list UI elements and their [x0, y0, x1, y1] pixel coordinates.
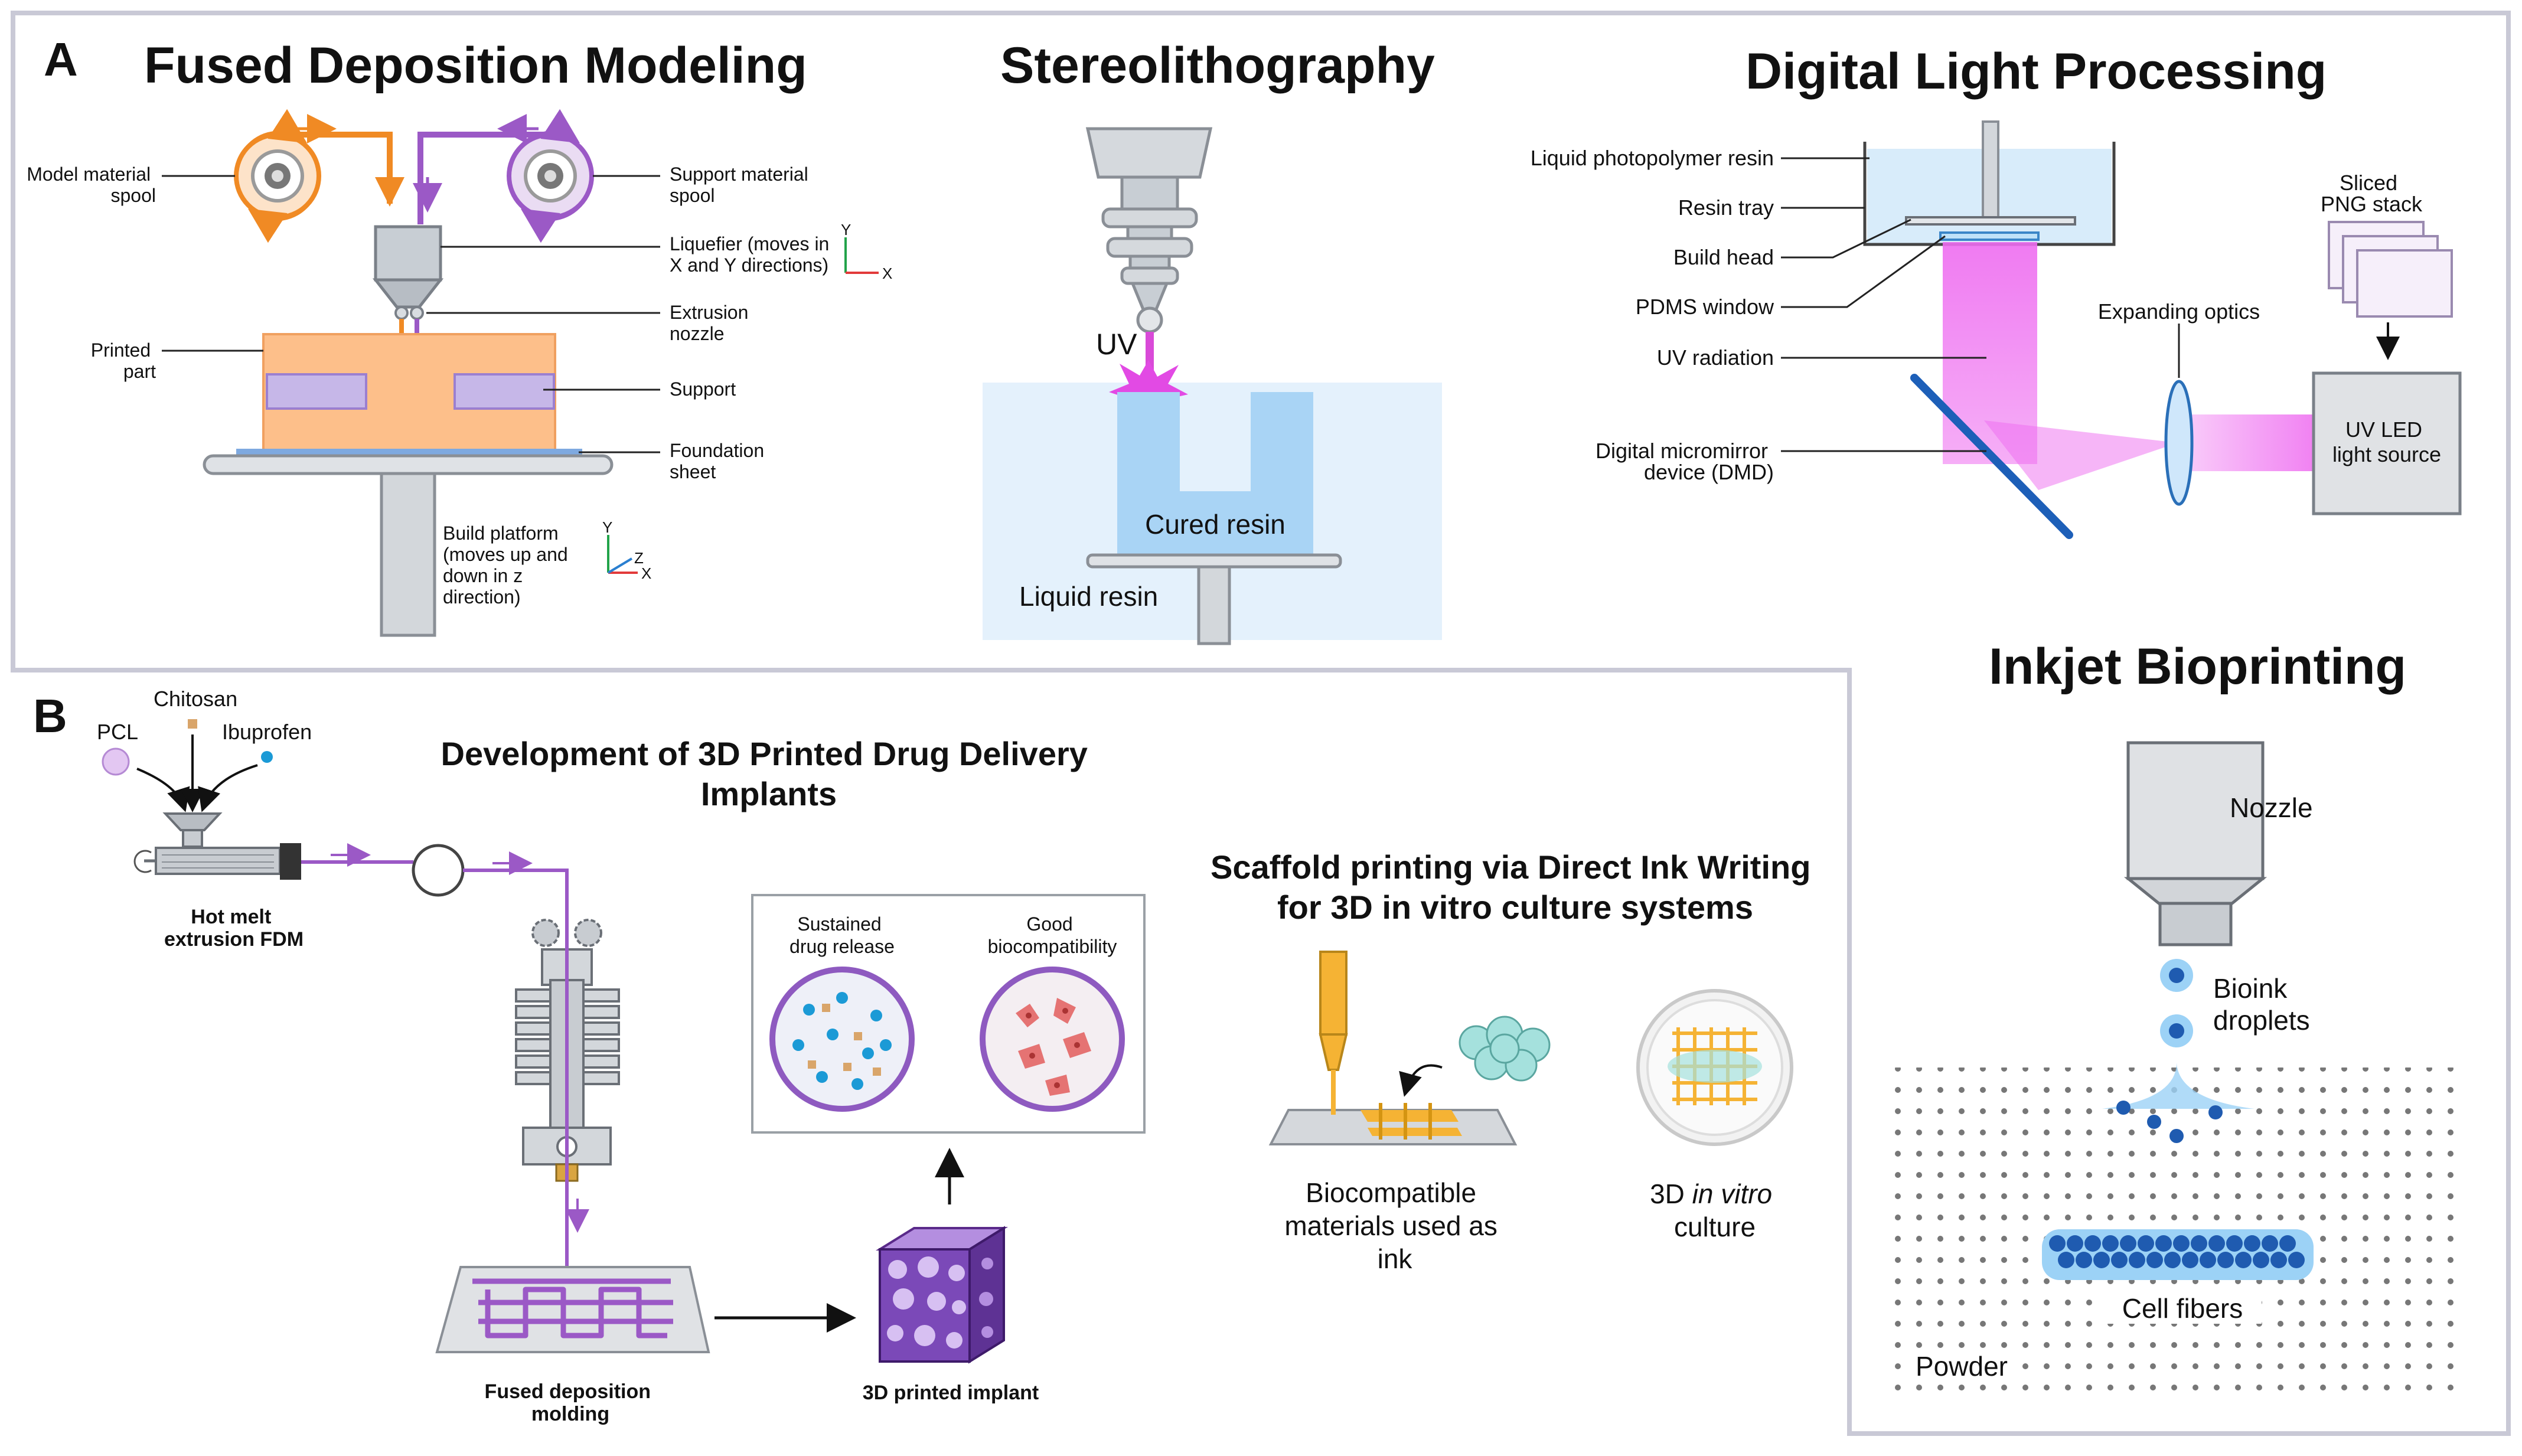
- panel-a-label: A: [44, 33, 78, 86]
- svg-text:UV radiation: UV radiation: [1657, 345, 1774, 370]
- nozzle-label: Extrusion nozzle: [670, 302, 753, 344]
- sustained-release-icon: [769, 967, 915, 1112]
- support-block-right: [453, 373, 555, 410]
- liquefier-label: Liquefier (moves in X and Y directions): [670, 233, 834, 276]
- liquid-resin-label: Liquid resin: [1019, 581, 1158, 612]
- printhead-icon: [515, 919, 620, 1269]
- hot-melt-extruder-icon: [133, 812, 301, 880]
- powder-label: Powder: [1916, 1351, 2008, 1382]
- sla-title: Stereolithography: [1000, 37, 1435, 94]
- platform-post: [380, 472, 436, 637]
- sla-platform-post: [1197, 565, 1231, 645]
- sliced-png-stack-icon: [2328, 221, 2453, 318]
- uv-spread-beam: [1984, 420, 2178, 490]
- support-spool-label: Support material spool: [670, 164, 814, 206]
- svg-text:PDMS window: PDMS window: [1636, 295, 1774, 319]
- panel-b-label: B: [33, 690, 67, 742]
- xyz-axis-icon: Y Z X: [602, 518, 651, 582]
- uv-collimated-beam: [2186, 414, 2314, 471]
- implant-label: 3D printed implant: [863, 1382, 1039, 1404]
- ibuprofen-label: Ibuprofen: [222, 720, 312, 744]
- printed-serpentine: [472, 1278, 673, 1339]
- build-platform: [203, 454, 614, 475]
- support-material-spool-icon: [507, 109, 594, 243]
- printed-part-label: Printed part: [91, 339, 156, 382]
- cured-resin: [1117, 392, 1313, 555]
- hot-melt-label: Hot melt extrusion FDM: [164, 906, 304, 951]
- dlp-title: Digital Light Processing: [1746, 43, 2327, 100]
- svg-text:X: X: [641, 564, 651, 582]
- diw-section: Scaffold printing via Direct Ink Writing…: [1211, 848, 1820, 1274]
- biocompatible-ink-label: Biocompatible materials used as ink: [1284, 1177, 1505, 1274]
- support-label: Support: [670, 378, 736, 400]
- pcl-icon: [102, 747, 130, 776]
- in-vitro-culture-label: 3D in vitro culture: [1650, 1178, 1780, 1242]
- sustained-release-label: Sustained drug release: [789, 913, 895, 957]
- fdm-molding-label: Fused deposition molding: [485, 1380, 657, 1425]
- pcl-label: PCL: [97, 720, 138, 744]
- svg-text:Liquid photopolymer resin: Liquid photopolymer resin: [1531, 146, 1774, 170]
- svg-text:Y: Y: [841, 221, 851, 239]
- expanding-optics-lens: [2164, 380, 2194, 506]
- svg-text:X: X: [882, 265, 892, 282]
- cell-fibers-label: Cell fibers: [2122, 1293, 2243, 1324]
- cured-resin-label: Cured resin: [1145, 509, 1286, 540]
- xy-axis-icon: Y X: [841, 221, 892, 282]
- model-material-spool-icon: [234, 109, 321, 243]
- svg-text:Y: Y: [602, 518, 612, 536]
- uv-label: UV: [1096, 328, 1137, 361]
- bioink-droplets-label: Bioink droplets: [2213, 973, 2310, 1036]
- build-platform-label: Build platform (moves up and down in z d…: [443, 523, 573, 608]
- dmd-mirror: [1910, 374, 2073, 539]
- biocompatibility-icon: [980, 967, 1125, 1112]
- model-spool-label: Model material spool: [27, 164, 156, 206]
- svg-text:Resin tray: Resin tray: [1678, 195, 1774, 220]
- foundation-label: Foundation sheet: [670, 440, 769, 482]
- drug-delivery-section: PCL Chitosan Ibuprofen Hot melt extrusio…: [97, 687, 1146, 1425]
- sla-section: Stereolithography UV Cured resin Liquid …: [983, 37, 1442, 645]
- laser-head-icon: [1085, 127, 1213, 334]
- in-vitro-culture-dish-icon: [1636, 989, 1793, 1146]
- uv-led-source: [2312, 371, 2462, 515]
- droplet-splash: [2102, 1063, 2255, 1109]
- diw-title: Scaffold printing via Direct Ink Writing…: [1211, 848, 1820, 926]
- liquefier-icon: [372, 225, 444, 335]
- cell-fiber-dots: [2049, 1235, 2305, 1268]
- expanding-optics-label: Expanding optics: [2098, 299, 2260, 324]
- chitosan-label: Chitosan: [154, 687, 237, 711]
- build-head: [1905, 216, 2076, 226]
- uv-led-label: UV LED light source: [2332, 417, 2441, 466]
- nozzle-label: Nozzle: [2230, 792, 2313, 823]
- build-head-shaft: [1982, 120, 1999, 221]
- fdm-section: Fused Deposition Modeling: [27, 37, 892, 637]
- svg-text:Z: Z: [634, 549, 644, 567]
- chitosan-icon: [188, 719, 197, 729]
- ibuprofen-icon: [261, 751, 273, 763]
- dlp-section: Digital Light Processing UV LED light so…: [1531, 43, 2462, 539]
- ink-writing-printer-icon: [1268, 951, 1551, 1145]
- support-block-left: [266, 373, 367, 410]
- filament-roller: [412, 844, 465, 897]
- pdms-window: [1939, 231, 2040, 241]
- inkjet-nozzle-icon: [2123, 741, 2267, 946]
- svg-text:Build head: Build head: [1673, 245, 1774, 269]
- dlp-labels: Liquid photopolymer resin Resin tray Bui…: [1531, 146, 1774, 484]
- 3d-printed-implant-icon: [875, 1226, 1009, 1364]
- biocompatibility-label: Good biocompatibility: [988, 913, 1117, 957]
- svg-text:Digital micromirror de: Digital micromirror device (DMD): [1596, 439, 1774, 484]
- sliced-png-label: Sliced PNG stack: [2321, 171, 2423, 216]
- inkjet-title: Inkjet Bioprinting: [1989, 638, 2406, 695]
- drug-delivery-title: Development of 3D Printed Drug Delivery …: [441, 735, 1097, 812]
- sla-platform: [1086, 553, 1342, 569]
- inkjet-section: Inkjet Bioprinting Nozzle Bioink droplet…: [1881, 638, 2466, 1400]
- fdm-title: Fused Deposition Modeling: [144, 37, 807, 94]
